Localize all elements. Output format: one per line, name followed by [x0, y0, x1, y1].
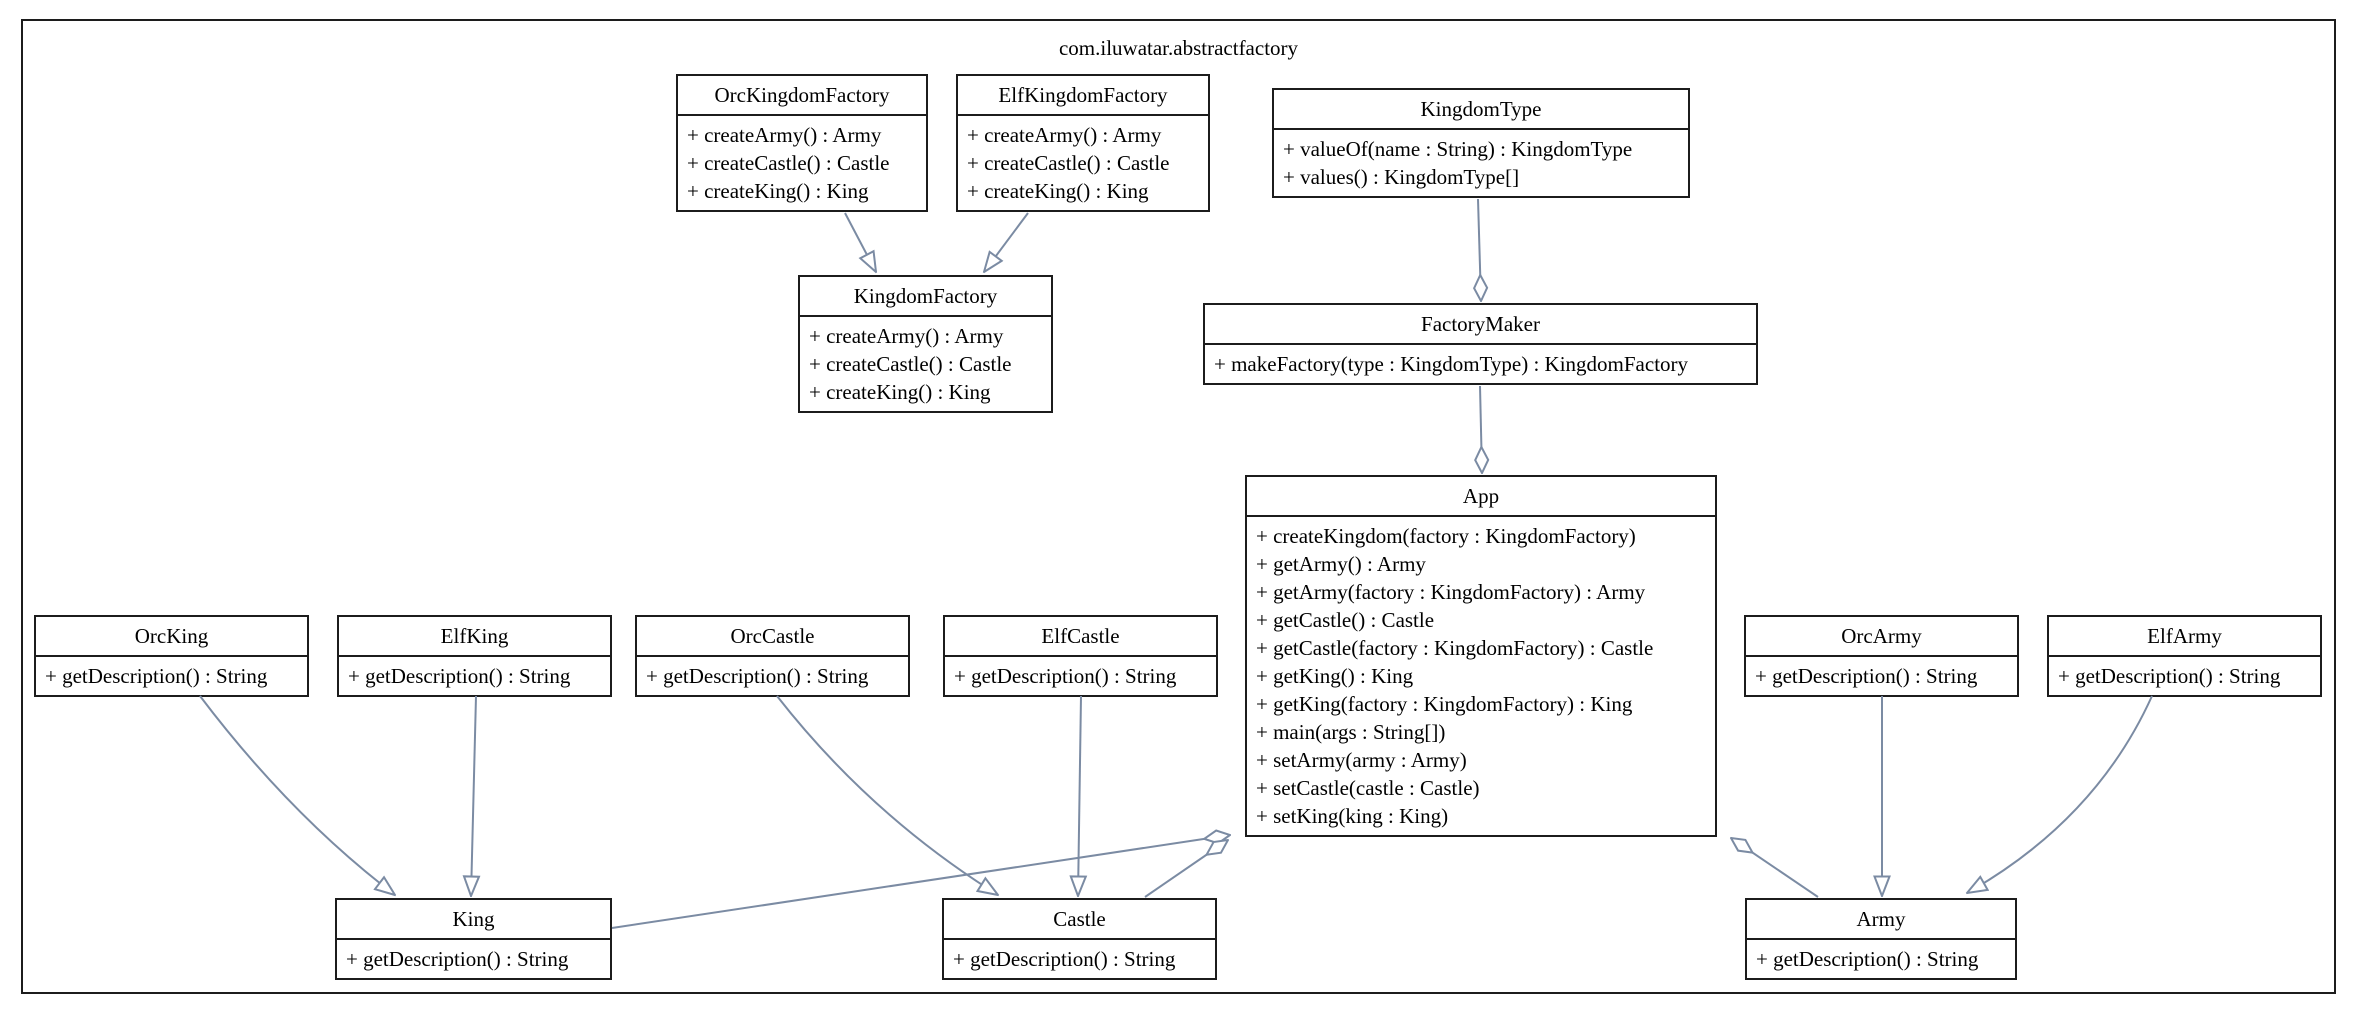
method-list: + getDescription() : String — [1746, 657, 2017, 695]
method-list: + createKingdom(factory : KingdomFactory… — [1247, 517, 1715, 835]
method: + getCastle(factory : KingdomFactory) : … — [1256, 636, 1654, 660]
class-App: App + createKingdom(factory : KingdomFact… — [1245, 475, 1717, 837]
method: + getDescription() : String — [348, 664, 571, 688]
class-ElfKingdomFactory: ElfKingdomFactory+ createArmy() : Army+ … — [956, 74, 1210, 212]
class-OrcKingdomFactory: OrcKingdomFactory+ createArmy() : Army+ … — [676, 74, 928, 212]
method-list: + createArmy() : Army + createCastle() : … — [678, 116, 926, 210]
class-name: OrcArmy — [1746, 617, 2017, 657]
method-list: + valueOf(name : String) : KingdomType + … — [1274, 130, 1688, 196]
method: + getKing(factory : KingdomFactory) : Ki… — [1256, 692, 1633, 716]
method-list: + getDescription() : String — [339, 657, 610, 695]
class-name: ElfKingdomFactory — [958, 76, 1208, 116]
method-list: + createArmy() : Army + createCastle() : … — [800, 317, 1051, 411]
method: + getKing() : King — [1256, 664, 1414, 688]
method: + makeFactory(type : KingdomType) : King… — [1214, 352, 1689, 376]
method: + createKing() : King — [687, 179, 869, 203]
method: + createCastle() : Castle — [687, 151, 890, 175]
class-OrcCastle: OrcCastle + getDescription() : String — [635, 615, 910, 697]
class-name: OrcCastle — [637, 617, 908, 657]
method: + createKingdom(factory : KingdomFactory… — [1256, 524, 1636, 548]
method: + createKing() : King — [967, 179, 1149, 203]
class-ElfCastle: ElfCastle + getDescription() : String — [943, 615, 1218, 697]
method: + main(args : String[]) — [1256, 720, 1446, 744]
class-name: Castle — [944, 900, 1215, 940]
method: + getDescription() : String — [953, 947, 1176, 971]
method-list: + makeFactory(type : KingdomType) : King… — [1205, 345, 1756, 383]
class-name: ElfKing — [339, 617, 610, 657]
class-name: App — [1247, 477, 1715, 517]
method: + createCastle() : Castle — [809, 352, 1012, 376]
class-name: KingdomType — [1274, 90, 1688, 130]
class-name: OrcKing — [36, 617, 307, 657]
class-KingdomType: KingdomType+ valueOf(name : String) : Ki… — [1272, 88, 1690, 198]
method: + createArmy() : Army — [809, 324, 1004, 348]
method: + createArmy() : Army — [687, 123, 882, 147]
method: + getDescription() : String — [1756, 947, 1979, 971]
method-list: + getDescription() : String — [1747, 940, 2015, 978]
class-name: ElfArmy — [2049, 617, 2320, 657]
method-list: + getDescription() : String — [337, 940, 610, 978]
class-ElfArmy: ElfArmy + getDescription() : String — [2047, 615, 2322, 697]
class-Castle: Castle + getDescription() : String — [942, 898, 1217, 980]
method: + getDescription() : String — [646, 664, 869, 688]
method-list: + getDescription() : String — [945, 657, 1216, 695]
method: + getDescription() : String — [954, 664, 1177, 688]
class-name: KingdomFactory — [800, 277, 1051, 317]
class-name: FactoryMaker — [1205, 305, 1756, 345]
method: + values() : KingdomType[] — [1283, 165, 1520, 189]
class-FactoryMaker: FactoryMaker + makeFactory(type : Kingdom… — [1203, 303, 1758, 385]
method: + createCastle() : Castle — [967, 151, 1170, 175]
method-list: + getDescription() : String — [2049, 657, 2320, 695]
method-list: + getDescription() : String — [36, 657, 307, 695]
method-list: + getDescription() : String — [637, 657, 908, 695]
class-name: OrcKingdomFactory — [678, 76, 926, 116]
method-list: + createArmy() : Army + createCastle() : … — [958, 116, 1208, 210]
method: + setArmy(army : Army) — [1256, 748, 1467, 772]
method: + getDescription() : String — [2058, 664, 2281, 688]
method: + getCastle() : Castle — [1256, 608, 1435, 632]
package-frame — [21, 19, 2336, 994]
method: + setKing(king : King) — [1256, 804, 1449, 828]
method: + getDescription() : String — [346, 947, 569, 971]
class-OrcArmy: OrcArmy + getDescription() : String — [1744, 615, 2019, 697]
class-Army: Army + getDescription() : String — [1745, 898, 2017, 980]
method: + createArmy() : Army — [967, 123, 1162, 147]
class-KingdomFactory: KingdomFactory+ createArmy() : Army+ cre… — [798, 275, 1053, 413]
class-name: Army — [1747, 900, 2015, 940]
class-name: King — [337, 900, 610, 940]
method-list: + getDescription() : String — [944, 940, 1215, 978]
method: + setCastle(castle : Castle) — [1256, 776, 1480, 800]
package-title: com.iluwatar.abstractfactory — [1058, 36, 1299, 60]
method: + valueOf(name : String) : KingdomType — [1283, 137, 1633, 161]
class-name: ElfCastle — [945, 617, 1216, 657]
class-King: King + getDescription() : String — [335, 898, 612, 980]
method: + getArmy(factory : KingdomFactory) : Ar… — [1256, 580, 1646, 604]
method: + createKing() : King — [809, 380, 991, 404]
method: + getDescription() : String — [1755, 664, 1978, 688]
method: + getArmy() : Army — [1256, 552, 1426, 576]
class-ElfKing: ElfKing + getDescription() : String — [337, 615, 612, 697]
class-OrcKing: OrcKing + getDescription() : String — [34, 615, 309, 697]
method: + getDescription() : String — [45, 664, 268, 688]
